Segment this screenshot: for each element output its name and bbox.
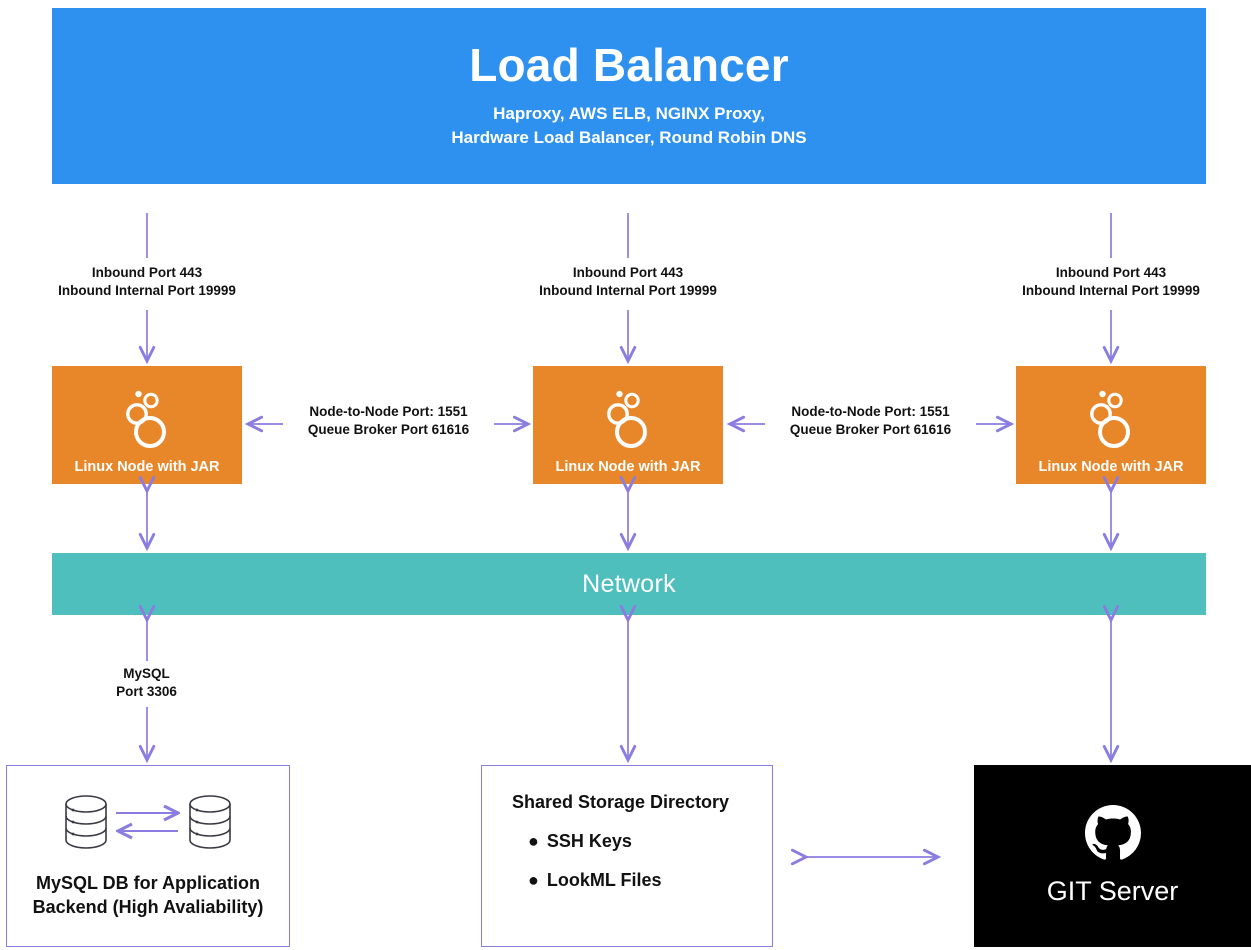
- database-sync-arrows: [110, 793, 186, 856]
- node-link-label-1: Node-to-Node Port: 1551 Queue Broker Por…: [287, 403, 490, 439]
- linux-node-3: Linux Node with JAR: [1016, 366, 1206, 484]
- database-cylinder-icon: [62, 793, 110, 856]
- looker-icon: [602, 387, 654, 454]
- database-replication-graphic: [62, 793, 234, 856]
- inbound-label-3-line1: Inbound Port 443: [1055, 265, 1167, 280]
- mysql-database-box: MySQL DB for Application Backend (High A…: [6, 765, 290, 947]
- node-link-1-line1: Node-to-Node Port: 1551: [309, 404, 468, 419]
- mysql-link-line2: Port 3306: [116, 684, 177, 700]
- network-bar: Network: [52, 553, 1206, 615]
- looker-icon: [1085, 387, 1137, 454]
- node-link-2-line2: Queue Broker Port 61616: [789, 422, 952, 438]
- node-link-1-line2: Queue Broker Port 61616: [307, 422, 470, 438]
- inbound-label-node-1: Inbound Port 443 Inbound Internal Port 1…: [0, 264, 294, 300]
- linux-node-1-label: Linux Node with JAR: [74, 459, 220, 476]
- inbound-label-2-line2: Inbound Internal Port 19999: [539, 283, 717, 299]
- looker-icon: [121, 387, 173, 454]
- inbound-label-1-line1: Inbound Port 443: [91, 265, 203, 280]
- load-balancer-banner: Load Balancer Haproxy, AWS ELB, NGINX Pr…: [52, 8, 1206, 184]
- shared-storage-item-0-label: SSH Keys: [546, 831, 632, 851]
- bullet-icon: ●: [528, 831, 539, 851]
- inbound-label-2-line1: Inbound Port 443: [572, 265, 684, 280]
- network-label: Network: [582, 569, 676, 598]
- load-balancer-subtitle-line2: Hardware Load Balancer, Round Robin DNS: [451, 128, 807, 148]
- node-link-2-line1: Node-to-Node Port: 1551: [791, 404, 950, 419]
- linux-node-2-label: Linux Node with JAR: [555, 459, 701, 476]
- inbound-label-3-line2: Inbound Internal Port 19999: [1022, 283, 1200, 299]
- shared-storage-item-lookml-files: ● LookML Files: [512, 870, 772, 891]
- git-server-box: GIT Server: [974, 765, 1251, 947]
- inbound-label-node-2: Inbound Port 443 Inbound Internal Port 1…: [481, 264, 775, 300]
- shared-storage-item-1-label: LookML Files: [546, 870, 662, 890]
- database-caption-line1: MySQL DB for Application: [35, 873, 260, 894]
- mysql-link-label: MySQL Port 3306: [55, 665, 238, 701]
- load-balancer-subtitle-line1: Haproxy, AWS ELB, NGINX Proxy,: [493, 103, 765, 123]
- shared-storage-item-ssh-keys: ● SSH Keys: [512, 831, 772, 852]
- shared-storage-box: Shared Storage Directory ● SSH Keys ● Look…: [481, 765, 773, 947]
- github-octocat-icon: [1084, 805, 1141, 866]
- node-link-label-2: Node-to-Node Port: 1551 Queue Broker Por…: [769, 403, 972, 439]
- linux-node-2: Linux Node with JAR: [533, 366, 723, 484]
- inbound-label-1-line2: Inbound Internal Port 19999: [58, 283, 236, 299]
- git-server-caption: GIT Server: [1046, 876, 1179, 906]
- bullet-icon: ●: [528, 870, 539, 890]
- shared-storage-title: Shared Storage Directory: [512, 792, 730, 812]
- linux-node-3-label: Linux Node with JAR: [1038, 459, 1184, 476]
- database-cylinder-icon: [186, 793, 234, 856]
- inbound-label-node-3: Inbound Port 443 Inbound Internal Port 1…: [964, 264, 1251, 300]
- load-balancer-title: Load Balancer: [469, 39, 789, 92]
- mysql-link-line1: MySQL: [123, 666, 170, 681]
- linux-node-1: Linux Node with JAR: [52, 366, 242, 484]
- database-caption-line2: Backend (High Avaliability): [32, 896, 264, 917]
